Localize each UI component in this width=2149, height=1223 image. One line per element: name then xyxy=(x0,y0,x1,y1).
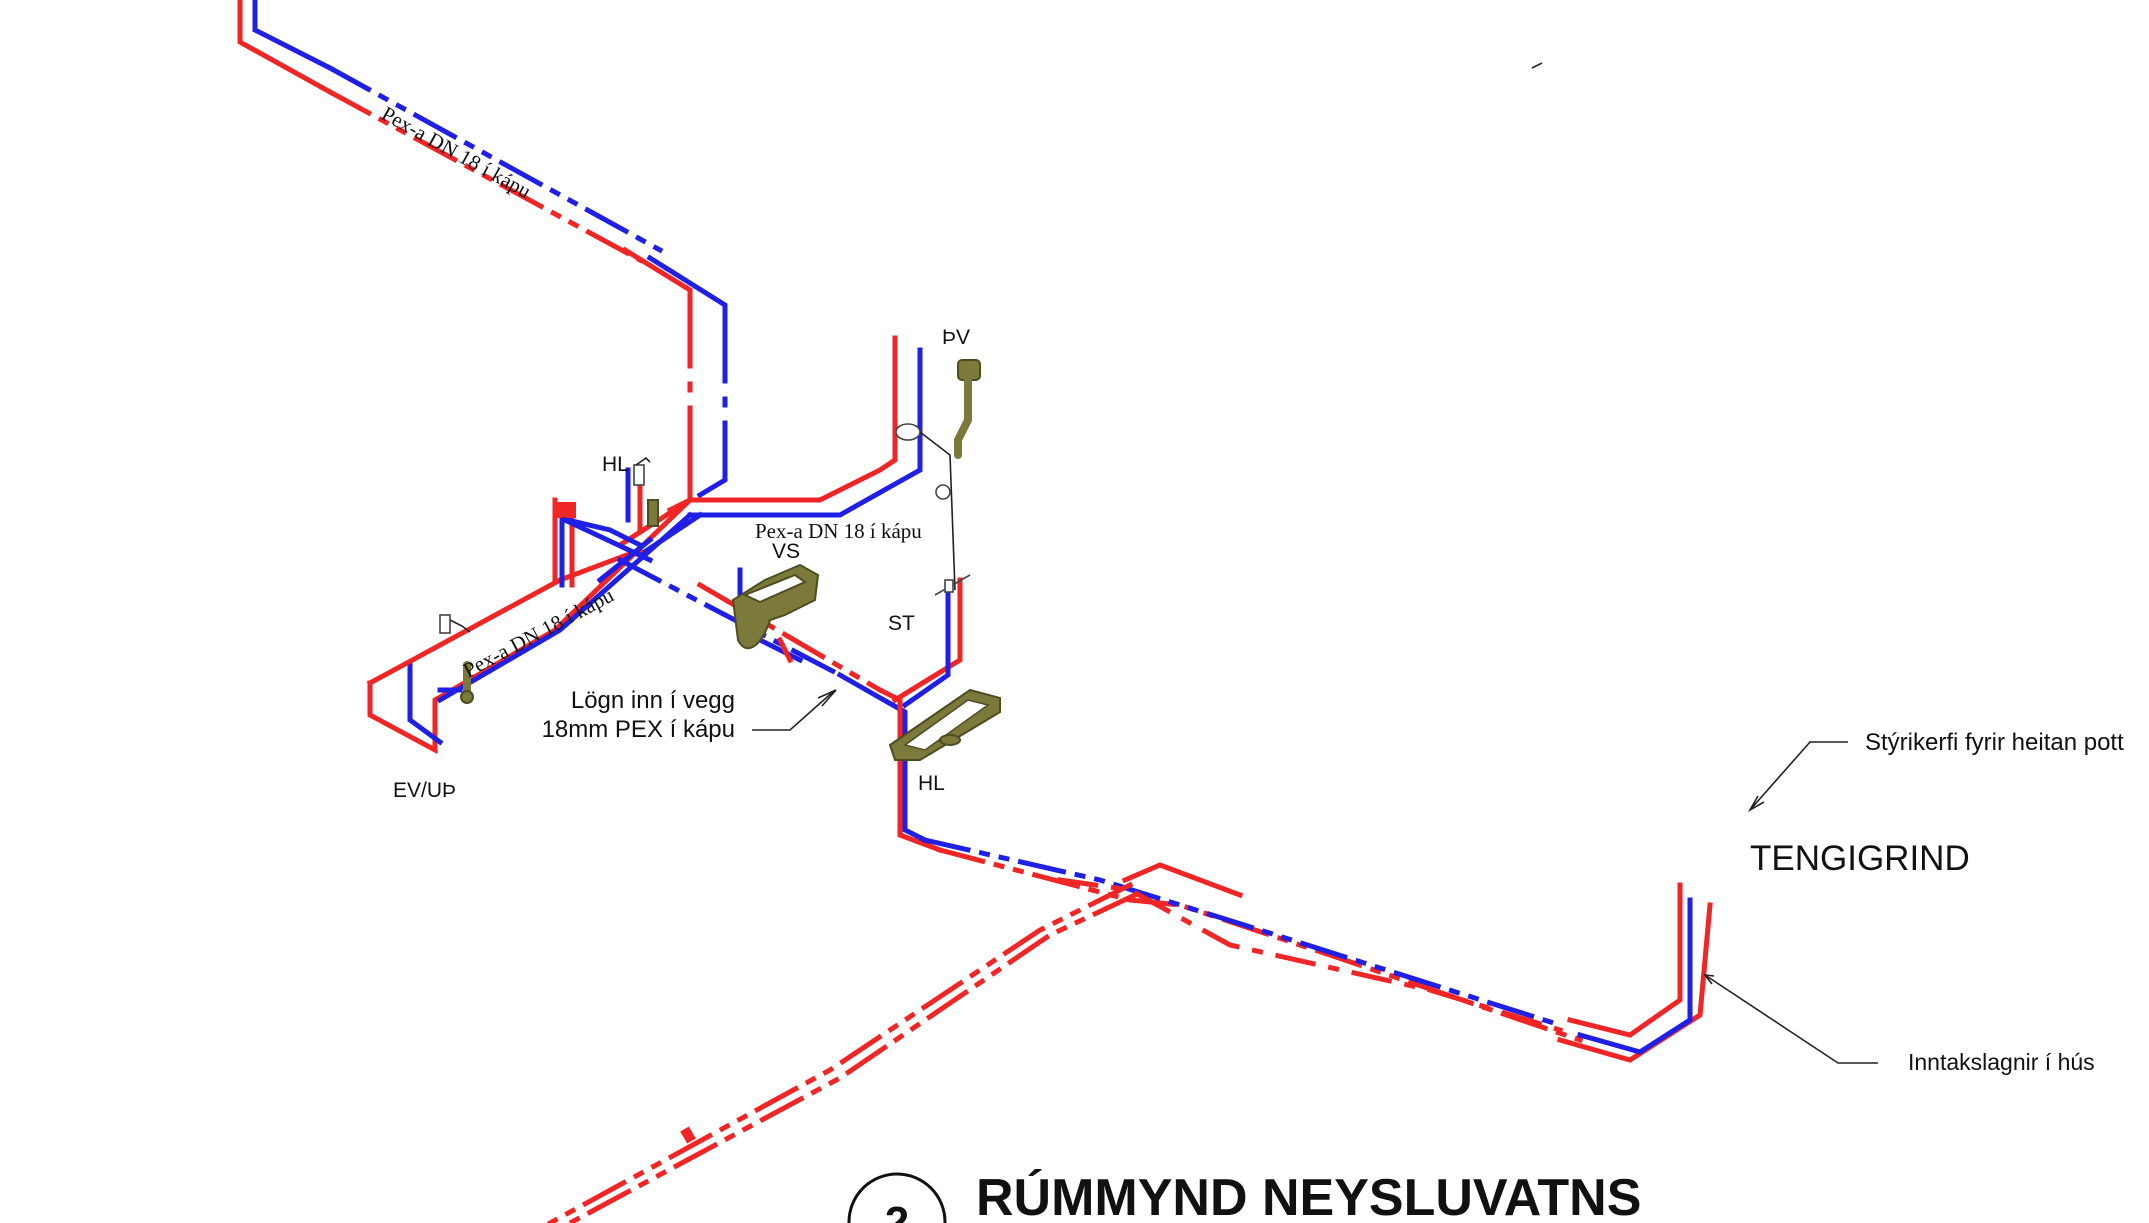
pipe-label-left: Pex-a DN 18 í kápu xyxy=(459,583,618,683)
pipe-label-middle: Pex-a DN 18 í kápu xyxy=(755,519,922,543)
tap-left xyxy=(439,614,474,704)
leader-lines xyxy=(752,62,1878,1064)
pipe-label-upper: Pex-a DN 18 í kápu xyxy=(378,101,536,203)
toilet-fixture xyxy=(731,563,820,650)
shower-fixture xyxy=(895,359,981,596)
label-st: ST xyxy=(888,612,915,635)
drawing-number-circle xyxy=(847,1172,947,1223)
basin-tap-upper xyxy=(633,456,659,527)
label-vs: VS xyxy=(772,540,800,563)
drawing-title: RÚMMYND NEYSLUVATNS xyxy=(976,1169,1641,1223)
upper-pipe-run xyxy=(237,0,728,514)
hand-shower-icon xyxy=(935,484,951,500)
label-ev-up: EV/UÞ xyxy=(393,779,456,802)
lower-pipe-run xyxy=(922,837,1713,1063)
title-block: 2 RÚMMYND NEYSLUVATNS xyxy=(847,1169,1641,1223)
wall-note-line1: Lögn inn í vegg xyxy=(571,687,735,714)
floor-drain-fixture xyxy=(888,688,1001,761)
outgoing-pipe xyxy=(546,881,1139,1223)
drawing-number: 2 xyxy=(885,1198,909,1223)
control-system-note: Stýrikerfi fyrir heitan pott xyxy=(1865,729,2124,756)
inlet-note: Inntakslagnir í hús xyxy=(1908,1049,2095,1075)
wall-note-line2: 18mm PEX í kápu xyxy=(542,716,735,743)
left-branch xyxy=(366,467,694,755)
shower-head-icon xyxy=(895,423,921,441)
manifold-label: TENGIGRIND xyxy=(1750,839,1970,878)
label-pv: ÞV xyxy=(942,326,970,349)
label-hl-upper: HL xyxy=(602,453,629,476)
label-hl-lower: HL xyxy=(918,772,945,795)
